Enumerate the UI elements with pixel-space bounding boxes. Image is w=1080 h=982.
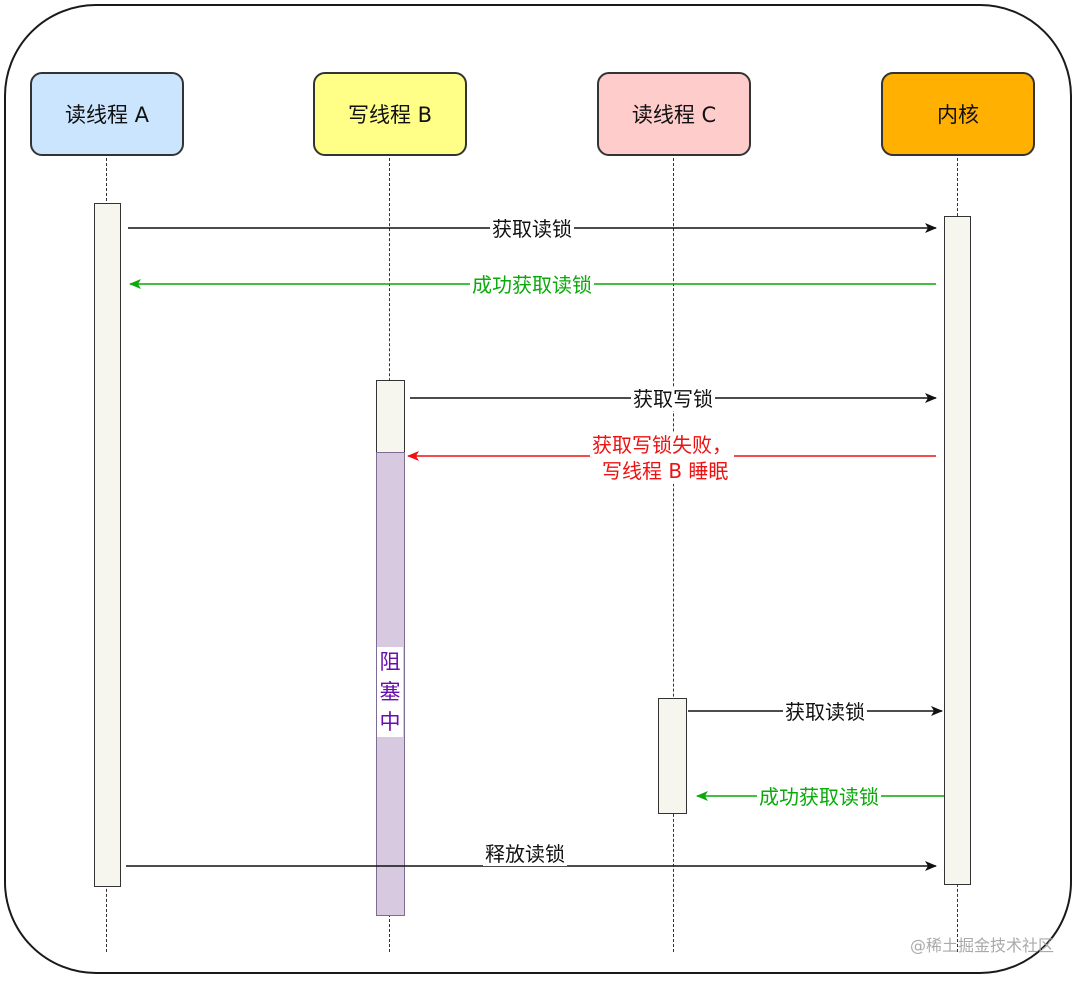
message-label: 获取写锁	[631, 387, 715, 411]
participant-label: 读线程 C	[631, 103, 717, 127]
participant-label: 内核	[937, 103, 979, 127]
watermark: @稀土掘金技术社区	[909, 936, 1054, 955]
lifeline-c-line	[673, 158, 674, 952]
message-label: 获取读锁	[490, 217, 574, 241]
activation-kernel	[944, 216, 971, 885]
diagram-frame	[4, 4, 1072, 974]
blocked-label: 阻 塞 中	[377, 647, 403, 737]
message-label: 释放读锁	[483, 842, 567, 866]
participant-label: 写线程 B	[347, 103, 433, 127]
participant-label: 读线程 A	[64, 103, 150, 127]
message-label-line: 写线程 B 睡眠	[602, 459, 729, 483]
activation-reader-a	[94, 203, 121, 887]
participant-reader-c: 读线程 C	[597, 72, 751, 156]
message-label-red: 获取写锁失败， 写线程 B 睡眠	[590, 432, 734, 484]
blocked-char: 阻	[379, 650, 401, 674]
participant-writer-b: 写线程 B	[313, 72, 467, 156]
blocked-char: 中	[379, 710, 401, 734]
message-label: 获取读锁	[783, 700, 867, 724]
participant-kernel: 内核	[881, 72, 1035, 156]
message-label-line: 获取写锁失败，	[592, 433, 732, 457]
activation-reader-c	[658, 698, 687, 814]
blocked-char: 塞	[379, 680, 401, 704]
message-label: 成功获取读锁	[757, 785, 881, 809]
message-label: 成功获取读锁	[470, 273, 594, 297]
participant-reader-a: 读线程 A	[30, 72, 184, 156]
